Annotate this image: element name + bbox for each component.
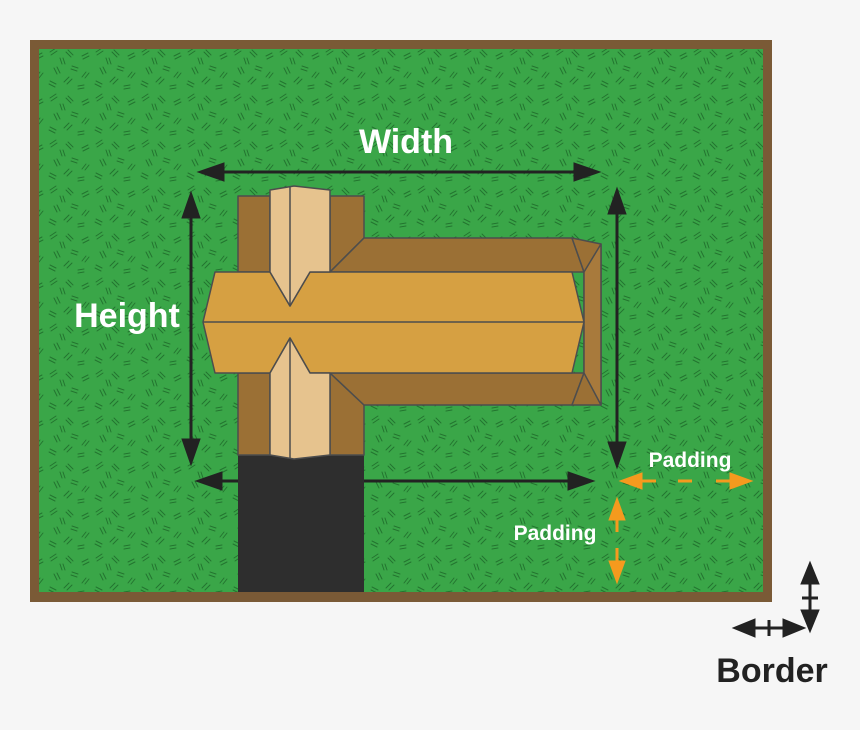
height-label: Height	[74, 297, 180, 335]
vertical-beam-light-bottom	[269, 337, 331, 460]
right-height-arrow	[607, 186, 627, 470]
width-arrow	[196, 162, 602, 182]
width-label: Width	[359, 123, 453, 161]
padding-horizontal-label: Padding	[649, 449, 732, 472]
vertical-beam-top	[237, 195, 271, 273]
bottom-width-arrow	[194, 471, 596, 491]
padding-vertical-label: Padding	[514, 522, 597, 545]
vertical-beam-light-top	[269, 185, 331, 307]
wooden-structure	[202, 185, 602, 460]
padding-horizontal-arrow	[618, 472, 754, 490]
border-vertical-arrow	[800, 560, 820, 634]
road	[238, 455, 364, 592]
horizontal-beam-bottom	[329, 372, 585, 406]
vertical-beam-bottom-left	[237, 372, 271, 456]
border-label: Border	[716, 652, 827, 690]
padding-vertical-arrow	[608, 496, 626, 585]
horizontal-beam-endcap-inner	[583, 243, 602, 406]
height-arrow	[181, 190, 201, 467]
horizontal-beam-top	[329, 237, 585, 273]
border-horizontal-arrow	[731, 618, 807, 638]
